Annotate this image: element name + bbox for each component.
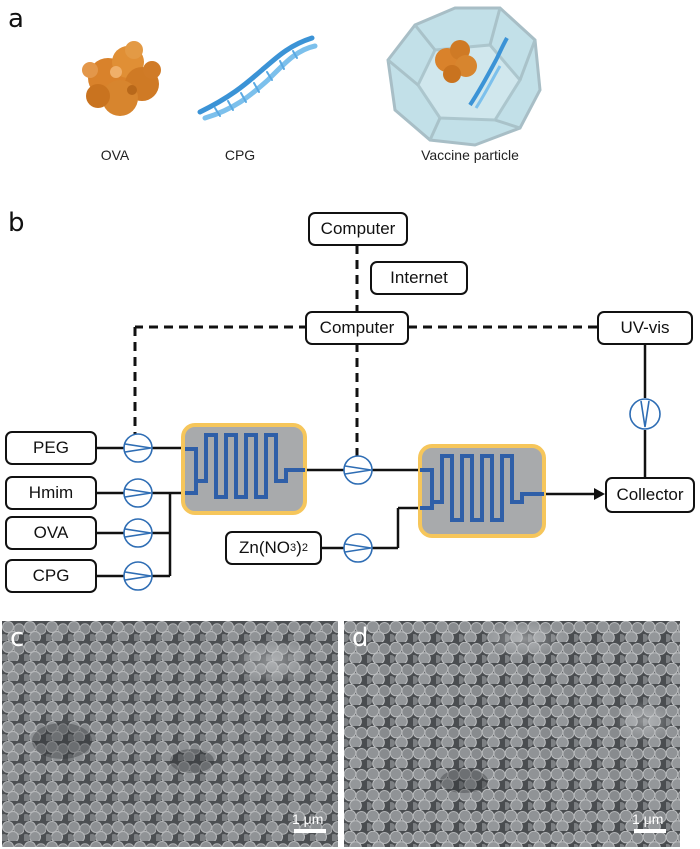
ova-box: OVA — [5, 516, 97, 550]
zn-formula-close: ) — [296, 538, 302, 557]
sem-particles-d — [344, 621, 680, 847]
zn-formula-base: Zn(NO — [239, 538, 291, 557]
cpg-dna-illustration — [197, 35, 318, 121]
computer-mid-box: Computer — [305, 311, 409, 345]
scale-label-d: 1 μm — [632, 811, 664, 827]
vaccine-particle-label: Vaccine particle — [421, 147, 519, 163]
collector-box: Collector — [605, 477, 695, 513]
cpg-box: CPG — [5, 559, 97, 593]
internet-box: Internet — [370, 261, 468, 295]
vaccine-particle-illustration — [386, 6, 542, 147]
panel-a-graphics — [82, 6, 542, 147]
reactor-1-icon — [181, 423, 307, 515]
peg-box: PEG — [5, 431, 97, 465]
computer-top-box: Computer — [308, 212, 408, 246]
scale-bar-d — [634, 829, 666, 833]
pump-peg-icon — [123, 433, 153, 463]
reactor-2-icon — [418, 444, 546, 538]
uvvis-box: UV-vis — [597, 311, 693, 345]
zn-formula-sub3: 3 — [290, 542, 297, 554]
pump-cpg-icon — [123, 561, 153, 591]
sem-particles-c — [2, 621, 338, 847]
scale-bar-c — [294, 829, 326, 833]
pump-uvvis-icon — [629, 398, 661, 430]
ova-label: OVA — [100, 147, 130, 163]
pump-ova-icon — [123, 518, 153, 548]
pump-zn-icon — [343, 533, 373, 563]
panel-a-letter: a — [8, 4, 24, 34]
pump-hmim-icon — [123, 478, 153, 508]
panel-b-letter: b — [8, 208, 25, 238]
zn-formula-sub2: 2 — [301, 542, 308, 554]
sem-image-c: c 1 μm — [2, 621, 338, 847]
pump-middle-icon — [343, 455, 373, 485]
hmim-box: Hmim — [5, 476, 97, 510]
scale-label-c: 1 μm — [292, 811, 324, 827]
flow-diagram-connectors — [97, 245, 661, 591]
ova-protein-illustration — [82, 41, 161, 116]
cpg-label: CPG — [224, 147, 256, 163]
sem-image-d: d 1 μm — [344, 621, 680, 847]
panel-d-letter: d — [352, 623, 369, 653]
panel-c-letter: c — [10, 623, 25, 653]
